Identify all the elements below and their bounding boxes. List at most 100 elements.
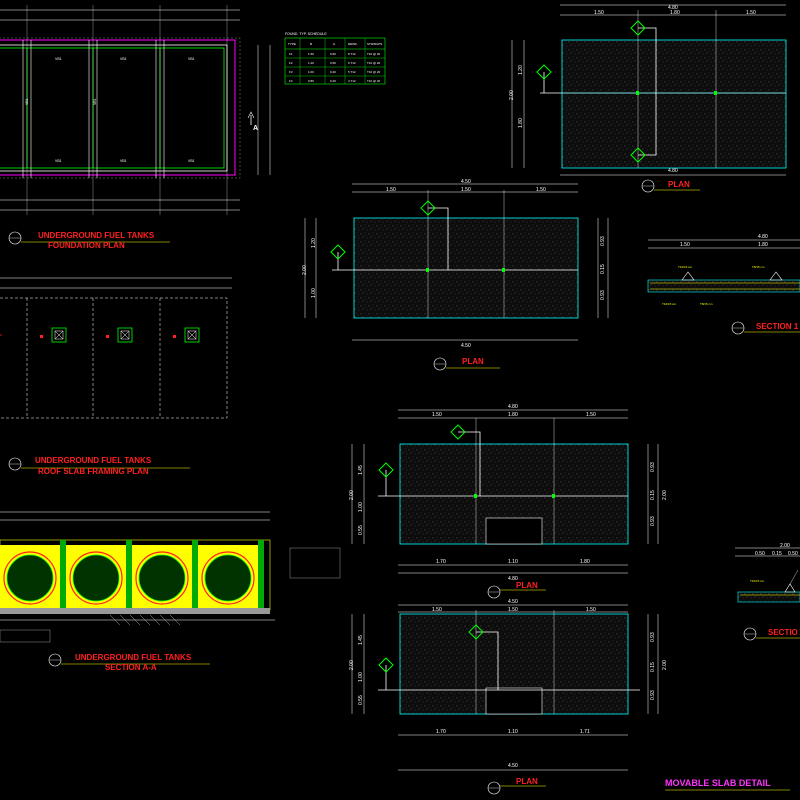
rebar-note: T10/15 cm — [662, 302, 677, 306]
dimension-label: 0.50 — [755, 551, 765, 557]
dimension-label: 0.15 — [772, 551, 782, 557]
section-2: 2.00 0.50 0.15 0.50 T10/15 cm SECTIO — [735, 543, 800, 641]
plan-marker — [433, 357, 500, 371]
dimension-label: 1.50 — [586, 607, 596, 613]
roof-slab-title-1: UNDERGROUND FUEL TANKS — [35, 456, 152, 465]
main-title: MOVABLE SLAB DETAIL — [665, 778, 771, 788]
plan-1: 4.80 1.50 1.80 1.50 4.80 2.00 1.20 1.80 … — [509, 4, 787, 193]
schedule-cell: T10 @ 20 — [367, 70, 381, 74]
dimension-label: 1.50 — [680, 242, 690, 248]
rebar-note: T8/15 cm — [752, 265, 765, 269]
title-marker — [8, 457, 190, 471]
dimension-label: 1.50 — [746, 10, 756, 16]
schedule-cell: 0.40 — [330, 79, 336, 83]
dimension-label: 2.00 — [662, 660, 668, 670]
dimension-label: 1.50 — [386, 187, 396, 193]
schedule-cell: 1.50 — [308, 52, 314, 56]
foundation-plan-title-1: UNDERGROUND FUEL TANKS — [38, 231, 155, 240]
dimension-label: 1.10 — [508, 729, 518, 735]
dimension-label: 2.00 — [349, 490, 355, 500]
schedule-cell: F1 — [289, 52, 293, 56]
plan-4: 4.50 1.50 1.50 1.50 1.70 1.10 1.71 4.50 … — [349, 599, 668, 795]
schedule-header: B — [310, 42, 312, 46]
dimension-label: 1.50 — [461, 187, 471, 193]
dimension-label: 4.50 — [508, 763, 518, 769]
dimension-label: 1.50 — [586, 412, 596, 418]
schedule-cell: F3 — [289, 70, 293, 74]
dimension-label: 0.50 — [788, 551, 798, 557]
beam-label: VB1 — [188, 159, 195, 163]
schedule-cell: 1.20 — [308, 61, 314, 65]
beam-label: VB1 — [93, 98, 97, 105]
section-2-label: SECTIO — [768, 628, 798, 637]
schedule-cell: 0.80 — [308, 79, 314, 83]
rebar-note: T10/15 cm — [750, 579, 765, 583]
schedule-title: FOUND. TYP. SCHEDULE — [285, 32, 327, 36]
roof-slab-framing-plan: UNDERGROUND FUEL TANKS ROOF SLAB FRAMING… — [0, 277, 232, 476]
schedule-cell: T10 @ 20 — [367, 52, 381, 56]
found-schedule-table: FOUND. TYP. SCHEDULE TYPE B H REINF. STI… — [284, 32, 386, 85]
dimension-label: 0.15 — [600, 264, 606, 274]
dimension-label: 1.20 — [311, 238, 317, 248]
beam-label: VB1 — [188, 57, 195, 61]
plan-marker — [641, 179, 700, 193]
section-marker: A — [253, 125, 258, 132]
schedule-cell: F4 — [289, 79, 293, 83]
section-marker — [731, 321, 800, 335]
dimension-label: 1.80 — [580, 559, 590, 565]
dimension-label: 1.70 — [436, 559, 446, 565]
plan-4-label: PLAN — [516, 777, 538, 786]
dimension-label: 0.93 — [600, 236, 606, 246]
dimension-label: 1.50 — [536, 187, 546, 193]
schedule-cell: 8 T12 — [348, 52, 356, 56]
schedule-cell: F2 — [289, 61, 293, 65]
section-1: 4.80 1.50 1.80 T10/15 cm T8/15 cm T10/15… — [647, 234, 800, 335]
dimension-label: 4.50 — [461, 179, 471, 185]
schedule-cell: T10 @ 20 — [367, 61, 381, 65]
dimension-label: 4.80 — [508, 576, 518, 582]
beam-label: VB1 — [25, 98, 29, 105]
dimension-label: 4.80 — [668, 168, 678, 174]
dimension-label: 0.15 — [650, 662, 656, 672]
plan-2-label: PLAN — [462, 357, 484, 366]
dimension-label: 1.50 — [508, 607, 518, 613]
dimension-label: 1.20 — [518, 65, 524, 75]
section-1-label: SECTION 1 — [756, 322, 799, 331]
dimension-label: 1.50 — [594, 10, 604, 16]
dimension-label: 0.93 — [650, 516, 656, 526]
schedule-header: REINF. — [348, 42, 358, 46]
dimension-label: 1.45 — [358, 465, 364, 475]
dimension-label: 4.80 — [758, 234, 768, 240]
title-marker — [48, 653, 210, 667]
foundation-plan: VB1 VB1 VB1 VB1 VB1 VB1 VB1 VB1 A UNDERG… — [0, 5, 271, 250]
dimension-label: 1.00 — [311, 288, 317, 298]
schedule-cell: 6 T12 — [348, 61, 356, 65]
dimension-label: 2.00 — [509, 90, 515, 100]
title-marker — [8, 231, 170, 245]
rebar-note: T8/15 cm — [700, 302, 713, 306]
dimension-label: 1.45 — [358, 635, 364, 645]
schedule-header: TYPE — [288, 42, 296, 46]
dimension-label: 4.50 — [461, 343, 471, 349]
dimension-label: 0.93 — [650, 632, 656, 642]
section-aa-title-1: UNDERGROUND FUEL TANKS — [75, 653, 192, 662]
dimension-label: 0.15 — [650, 490, 656, 500]
beam-label: VB1 — [55, 57, 62, 61]
dimension-label: 0.93 — [650, 690, 656, 700]
dimension-label: 0.55 — [358, 695, 364, 705]
dimension-label: 1.71 — [580, 729, 590, 735]
dimension-label: 0.93 — [600, 290, 606, 300]
section-aa-title-2: SECTION A-A — [105, 663, 157, 672]
schedule-header: H — [333, 42, 335, 46]
schedule-cell: 0.50 — [330, 61, 336, 65]
schedule-cell: 1.00 — [308, 70, 314, 74]
section-aa: UNDERGROUND FUEL TANKS SECTION A-A — [0, 511, 341, 672]
dimension-label: 1.00 — [358, 672, 364, 682]
schedule-cell: 0.50 — [330, 52, 336, 56]
dimension-label: 4.80 — [508, 404, 518, 410]
dimension-label: 2.00 — [780, 543, 790, 549]
plan-1-label: PLAN — [668, 180, 690, 189]
dimension-label: 2.00 — [302, 265, 308, 275]
dimension-label: 0.93 — [650, 462, 656, 472]
